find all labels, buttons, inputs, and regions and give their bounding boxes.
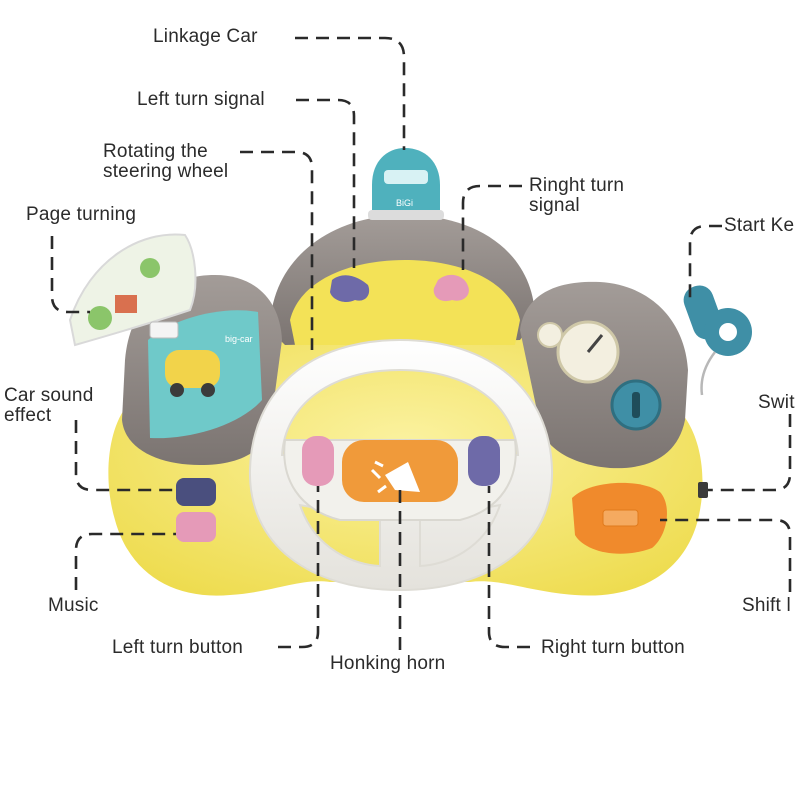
leader-page-turning [50,236,90,314]
toy-linkage-car-windshield [384,170,428,184]
toy-right-signal-light [433,274,469,302]
label-page-turning: Page turning [26,205,136,225]
label-left-turn-signal: Left turn signal [137,90,265,110]
label-honking-horn-text: Honking horn [330,653,446,674]
leader-rotating-wheel [240,150,314,350]
leader-linkage-car [295,36,406,150]
label-right-turn-button: Right turn button [541,638,685,658]
label-right-turn-signal-line2: signal [529,195,580,216]
label-left-turn-button-text: Left turn button [112,637,244,658]
toy-right-turn-button [468,436,500,486]
label-rotating-steering-wheel: Rotating the steering wheel [103,142,228,182]
label-music-text: Music [48,595,99,616]
toy-start-key-chain [700,351,716,396]
toy-screen-text: big-car [225,334,253,344]
leader-left-turn-signal [296,98,356,268]
label-left-turn-signal-text: Left turn signal [137,89,265,110]
megaphone-icon-sound-waves [370,460,387,494]
toy-speedometer-needle [586,334,604,353]
toy-shift-lever-grip [602,509,639,527]
toy-music-button [176,512,216,542]
label-honking-horn: Honking horn [330,654,445,674]
label-right-turn-signal-line1: Ringht turn [529,175,625,196]
toy-car-sound-button [176,478,216,506]
label-switch-text: Swit [758,392,795,413]
toy-left-turn-button [302,436,334,486]
toy-car-plate: BiGi [396,198,413,208]
label-car-sound-effect: Car sound effect [4,386,93,426]
leader-left-turn-button [278,486,320,649]
label-linkage-car: Linkage Car [153,27,258,47]
toy-left-signal-light [330,275,370,303]
label-car-sound-line2: effect [4,405,52,426]
label-linkage-car-text: Linkage Car [153,26,258,47]
leader-start-key [688,224,722,298]
label-start-key: Start Ke [724,216,794,236]
toy-flip-page-tree-1 [88,306,112,330]
leader-lines [50,36,792,650]
toy-screen-car-wheel-left [170,383,184,397]
label-shift-text: Shift l [742,595,791,616]
label-switch: Swit [758,393,795,413]
label-shift: Shift l [742,596,791,616]
toy-speedometer-bezel [537,322,563,348]
toy-ignition-keyhole [632,392,640,418]
toy-start-key-hole [719,323,737,341]
leader-music [74,532,176,590]
label-music: Music [48,596,99,616]
toy-flip-page-hinge [149,321,179,339]
toy-screen-car [165,350,220,388]
toy-screen-car-wheel-right [201,383,215,397]
toy-start-key [683,285,752,396]
leader-car-sound [74,420,175,492]
leader-shift [660,518,792,592]
megaphone-icon [370,460,420,494]
label-rotating-line1: Rotating the [103,141,208,162]
toy-linkage-car-base [368,210,444,220]
leader-right-turn-button [487,486,530,649]
leader-right-turn-signal [461,184,522,270]
label-left-turn-button: Left turn button [112,638,243,658]
toy-flip-page-tree-2 [140,258,160,278]
label-car-sound-line1: Car sound [4,385,94,406]
label-start-key-text: Start Ke [724,215,795,236]
label-page-turning-text: Page turning [26,204,137,225]
megaphone-icon-cone [385,462,420,492]
label-right-turn-button-text: Right turn button [541,637,685,658]
toy-linkage-car: BiGi [368,148,444,220]
toy-flip-page-house [115,295,137,313]
toy-power-switch [698,482,708,498]
label-right-turn-signal: Ringht turn signal [529,176,624,216]
label-rotating-line2: steering wheel [103,161,229,182]
leader-switch [708,414,792,492]
